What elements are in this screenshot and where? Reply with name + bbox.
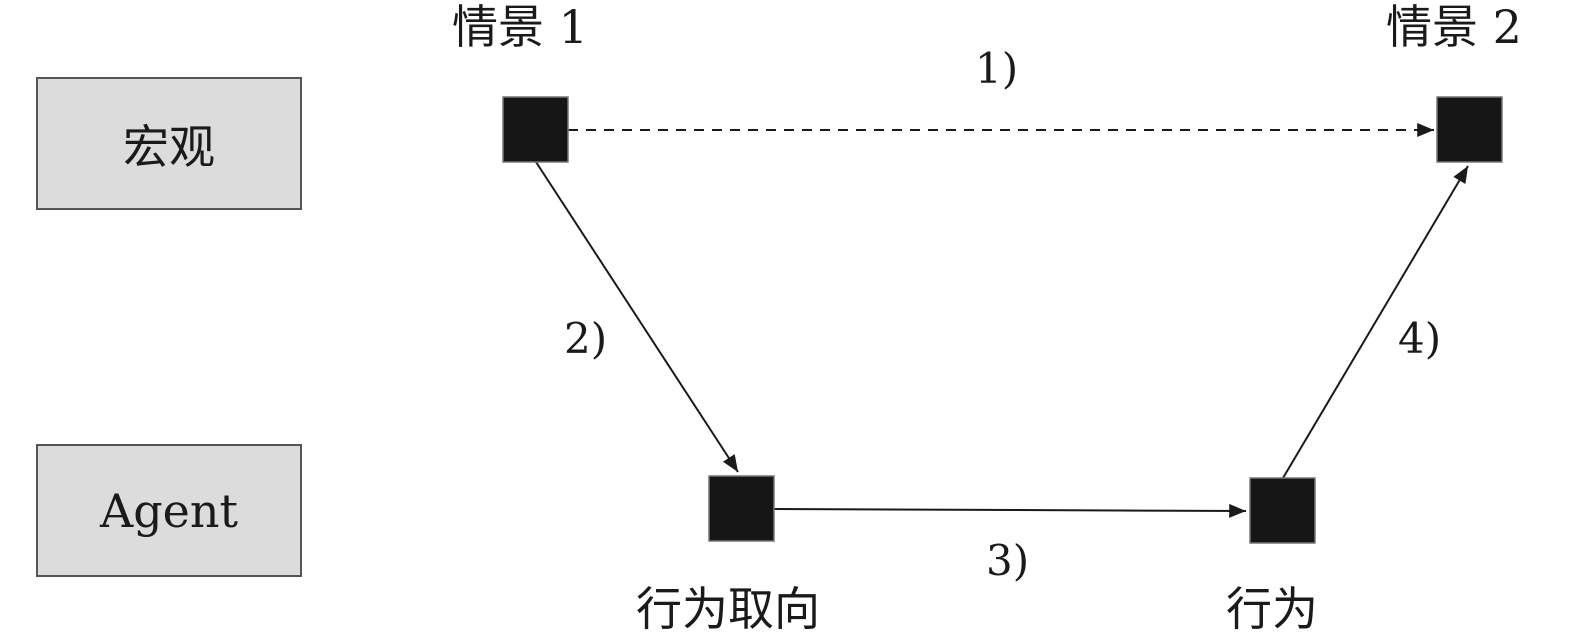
step-3-label: 3) [986, 536, 1030, 585]
step-4-label: 4) [1398, 314, 1442, 363]
macro-level-label: 宏观 [123, 119, 215, 174]
macro-level-box: 宏观 [36, 77, 302, 210]
node-action [1249, 477, 1316, 544]
step-2-label: 2) [564, 314, 608, 363]
node-situation1 [502, 96, 569, 163]
agent-level-box: Agent [36, 444, 302, 577]
situation2-label: 情景 2 [1386, 0, 1522, 54]
node-situation2 [1436, 96, 1503, 163]
arrow-orientation-to-action [773, 503, 1247, 518]
orientation-label: 行为取向 [636, 582, 820, 636]
situation1-label: 情景 1 [452, 0, 588, 54]
action-label: 行为 [1226, 582, 1318, 636]
arrow-situation1-to-orientation [535, 161, 739, 473]
node-orientation [708, 475, 775, 542]
arrow-action-to-situation2 [1282, 165, 1469, 479]
step-1-label: 1) [975, 44, 1019, 93]
agent-level-label: Agent [100, 483, 238, 538]
